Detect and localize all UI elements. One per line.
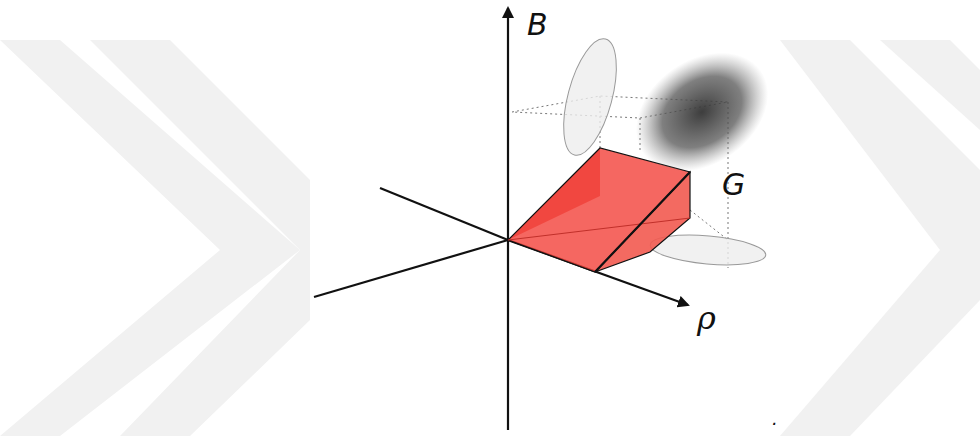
distribution-ellipsoid xyxy=(613,28,791,196)
axis-label: G xyxy=(722,170,745,200)
period-mark: . xyxy=(772,410,778,428)
axis-label: B xyxy=(527,10,548,40)
axis-label: ρ xyxy=(697,302,716,334)
projection-ellipse xyxy=(553,33,627,160)
